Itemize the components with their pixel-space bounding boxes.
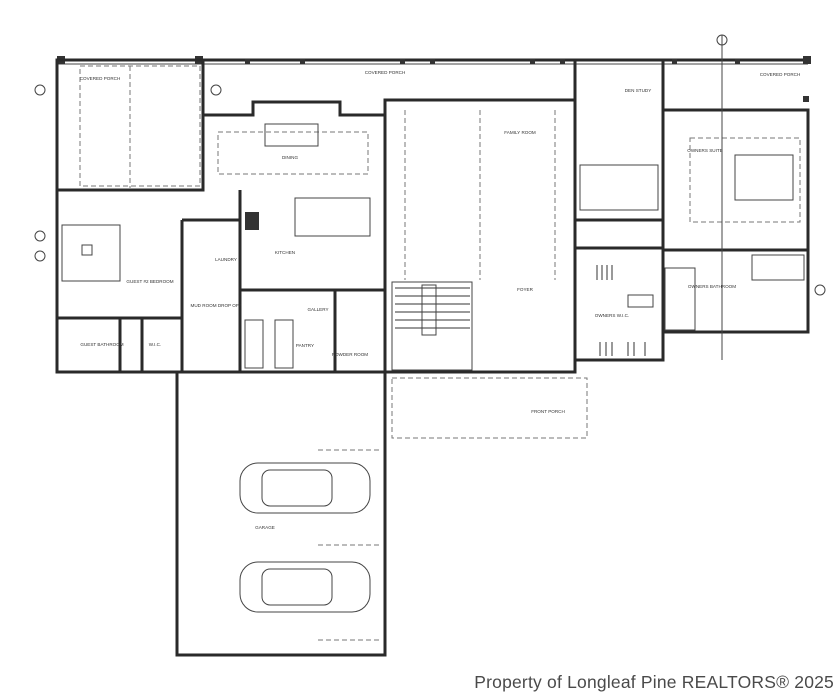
label-garage: GARAGE — [255, 525, 275, 530]
label-covered-porch-left: COVERED PORCH — [80, 76, 121, 81]
label-mud-room: MUD ROOM DROP OFF — [191, 303, 242, 308]
owners-wic-outline — [573, 246, 665, 362]
den-outline — [573, 58, 665, 222]
label-den: DEN STUDY — [625, 88, 652, 93]
porch-beam — [57, 56, 811, 102]
label-kitchen: KITCHEN — [275, 250, 295, 255]
label-family-room: FAMILY ROOM — [504, 130, 536, 135]
family-room-outline — [383, 98, 577, 374]
label-dining: DINING — [282, 155, 299, 160]
watermark: Property of Longleaf Pine REALTORS® 2025 — [474, 672, 834, 692]
car-icon — [239, 561, 371, 613]
garage-outline — [175, 370, 387, 657]
label-laundry: LAUNDRY — [215, 257, 237, 262]
label-owners-suite: OWNERS SUITE — [687, 148, 722, 153]
label-wic: W.I.C. — [149, 342, 162, 347]
label-pantry: PANTRY — [296, 343, 314, 348]
label-front-porch: FRONT PORCH — [531, 409, 565, 414]
section-markers — [34, 34, 826, 360]
car-icon — [239, 462, 371, 514]
label-owners-wic: OWNERS W.I.C. — [595, 313, 629, 318]
label-gallery: GALLERY — [307, 307, 328, 312]
label-covered-porch-center: COVERED PORCH — [365, 70, 406, 75]
label-guest-bathroom: GUEST BATHROOM — [80, 342, 123, 347]
label-owners-bathroom: OWNERS BATHROOM — [688, 284, 736, 289]
label-foyer: FOYER — [517, 287, 534, 292]
front-porch-outline — [391, 377, 588, 439]
label-covered-porch-right: COVERED PORCH — [760, 72, 801, 77]
label-guest-bedroom: GUEST #2 BEDROOM — [126, 279, 173, 284]
label-powder-room: POWDER ROOM — [332, 352, 368, 357]
